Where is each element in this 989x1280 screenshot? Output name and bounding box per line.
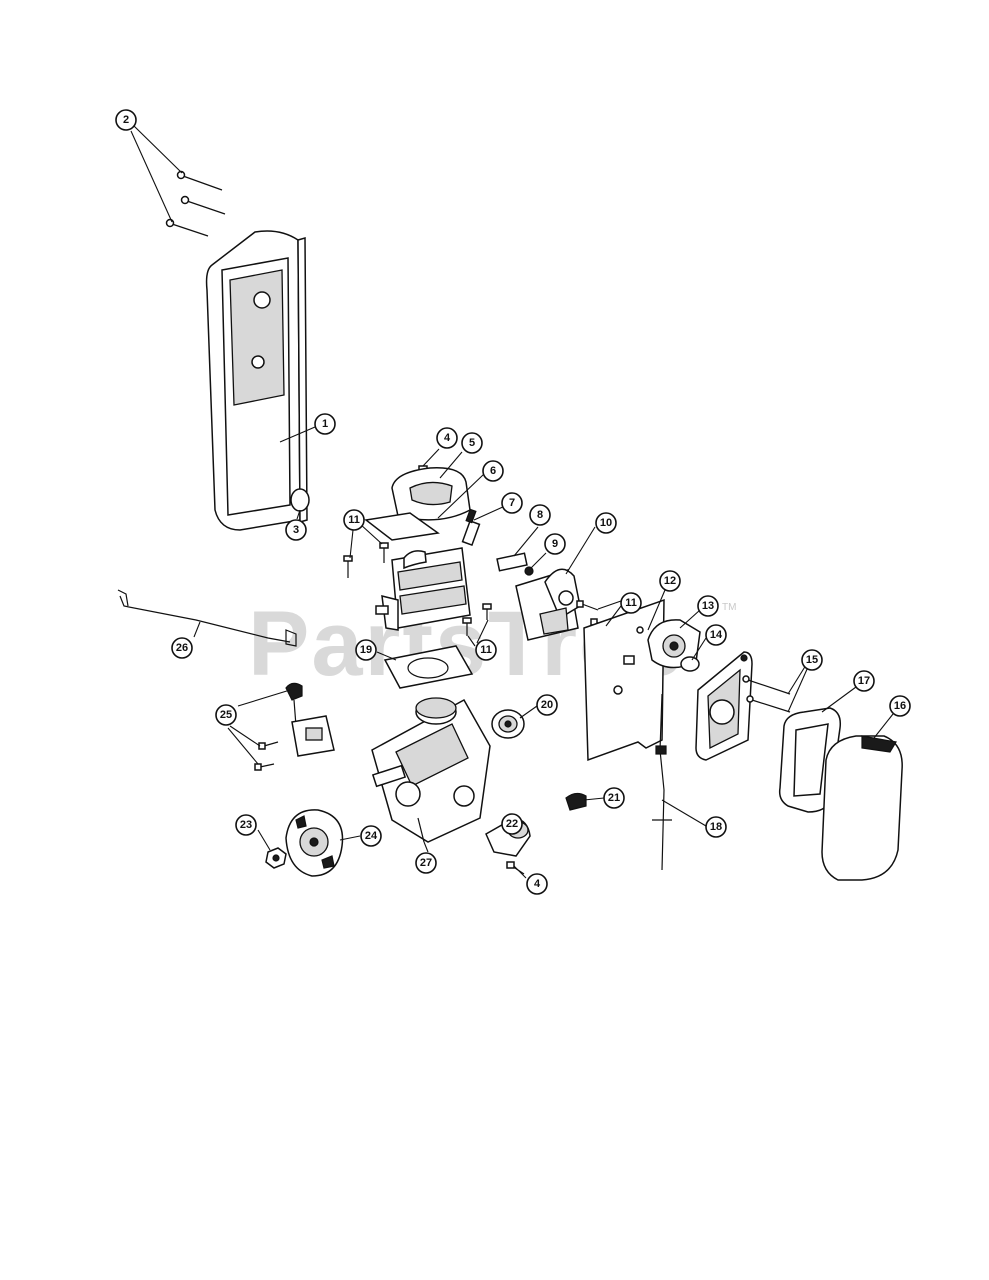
flywheel: [285, 809, 344, 877]
ignition-coil-screws: [254, 741, 279, 771]
air-filter-base-plate: [583, 598, 665, 762]
svg-text:1: 1: [322, 418, 328, 430]
callout-8[interactable]: 8: [529, 504, 551, 526]
callout-13[interactable]: 13: [697, 595, 719, 617]
svg-text:24: 24: [365, 830, 378, 842]
svg-text:20: 20: [541, 699, 553, 711]
callout-14[interactable]: 14: [705, 624, 727, 646]
svg-text:7: 7: [509, 497, 515, 509]
air-filter-housing: [695, 651, 753, 761]
callout-15[interactable]: 15: [801, 649, 823, 671]
callout-25[interactable]: 25: [215, 704, 237, 726]
muffler: [205, 230, 308, 531]
trademark-mark: TM: [722, 602, 736, 613]
svg-text:5: 5: [469, 437, 475, 449]
svg-text:22: 22: [506, 818, 518, 830]
crankcase-assembly: [371, 697, 491, 843]
callout-11-right[interactable]: 11: [620, 592, 642, 614]
callout-7[interactable]: 7: [501, 492, 523, 514]
svg-text:21: 21: [608, 792, 620, 804]
svg-text:4: 4: [444, 432, 451, 444]
svg-text:16: 16: [894, 700, 906, 712]
callout-23[interactable]: 23: [235, 814, 257, 836]
callout-9[interactable]: 9: [544, 533, 566, 555]
callout-11-left[interactable]: 11: [343, 509, 365, 531]
callout-10[interactable]: 10: [595, 512, 617, 534]
svg-text:17: 17: [858, 675, 870, 687]
svg-text:11: 11: [480, 644, 492, 656]
svg-text:19: 19: [360, 644, 372, 656]
callout-5[interactable]: 5: [461, 432, 483, 454]
carburetor-gasket: [496, 552, 528, 572]
svg-text:14: 14: [710, 629, 723, 641]
svg-text:26: 26: [176, 642, 188, 654]
cylinder-cover: [391, 467, 471, 521]
cylinder: [375, 547, 471, 631]
muffler-bolts: [165, 170, 226, 237]
svg-text:11: 11: [348, 514, 360, 526]
ignition-coil: [285, 682, 335, 757]
callout-26[interactable]: 26: [171, 637, 193, 659]
cylinder-screws: [343, 542, 389, 578]
leader-lines: [130, 125, 894, 879]
crankcase-gasket: [383, 645, 474, 689]
carburetor-nut: [524, 566, 534, 576]
callout-11-middle[interactable]: 11: [475, 639, 497, 661]
throttle-rod: [117, 589, 297, 647]
callout-4-bottom[interactable]: 4: [526, 873, 548, 895]
callout-12[interactable]: 12: [659, 570, 681, 592]
callout-21[interactable]: 21: [603, 787, 625, 809]
svg-text:6: 6: [490, 465, 496, 477]
air-filter-o-ring: [680, 656, 700, 672]
svg-text:25: 25: [220, 709, 232, 721]
svg-text:13: 13: [702, 600, 714, 612]
carburetor: [515, 568, 581, 641]
svg-text:15: 15: [806, 654, 818, 666]
callout-20[interactable]: 20: [536, 694, 558, 716]
callout-24[interactable]: 24: [360, 825, 382, 847]
callout-16[interactable]: 16: [889, 695, 911, 717]
callout-22[interactable]: 22: [501, 813, 523, 835]
flywheel-nut: [265, 847, 287, 869]
svg-text:9: 9: [552, 538, 558, 550]
callout-19[interactable]: 19: [355, 639, 377, 661]
svg-text:11: 11: [625, 597, 637, 609]
callout-17[interactable]: 17: [853, 670, 875, 692]
starter-pulley: [491, 709, 525, 739]
svg-text:3: 3: [293, 524, 299, 536]
callout-4-top[interactable]: 4: [436, 427, 458, 449]
svg-text:27: 27: [420, 857, 432, 869]
air-filter-cover-screws: [742, 675, 791, 713]
svg-text:12: 12: [664, 575, 676, 587]
callout-2[interactable]: 2: [115, 109, 137, 131]
svg-text:4: 4: [534, 878, 541, 890]
svg-text:8: 8: [537, 509, 543, 521]
svg-text:10: 10: [600, 517, 612, 529]
cover-gasket: [364, 512, 440, 541]
fuel-line: [652, 693, 672, 871]
choke-assembly: [647, 619, 701, 669]
svg-text:23: 23: [240, 819, 252, 831]
air-filter-cover: [821, 735, 903, 881]
svg-text:2: 2: [123, 114, 129, 126]
callout-27[interactable]: 27: [415, 852, 437, 874]
spark-plug: [461, 508, 481, 547]
callout-18[interactable]: 18: [705, 816, 727, 838]
cylinder-base-screws: [462, 603, 492, 636]
callout-6[interactable]: 6: [482, 460, 504, 482]
callout-1[interactable]: 1: [314, 413, 336, 435]
svg-text:18: 18: [710, 821, 722, 833]
fuel-filter-bushing: [565, 792, 587, 811]
muffler-gasket: [290, 488, 310, 512]
callout-3[interactable]: 3: [285, 519, 307, 541]
